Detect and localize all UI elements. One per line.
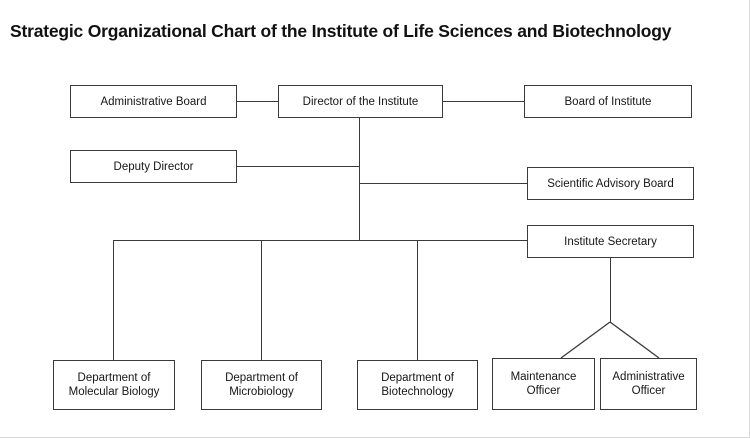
node-department-of-microbiology[interactable]: Department of Microbiology xyxy=(201,360,322,410)
node-label-deputy-director: Deputy Director xyxy=(113,160,194,173)
connector-trunk-to-deputy-director xyxy=(237,166,360,168)
connector-director-trunk xyxy=(359,118,361,241)
node-label-board-of-institute: Board of Institute xyxy=(564,95,652,108)
node-label-administrative-board: Administrative Board xyxy=(100,95,207,108)
node-label-department-of-microbiology: Department of Microbiology xyxy=(225,372,298,398)
node-label-administrative-officer: Administrative Officer xyxy=(612,371,685,397)
node-label-scientific-advisory-board: Scientific Advisory Board xyxy=(547,177,674,190)
node-institute-secretary[interactable]: Institute Secretary xyxy=(527,225,694,258)
node-maintenance-officer[interactable]: Maintenance Officer xyxy=(492,358,595,410)
node-deputy-director[interactable]: Deputy Director xyxy=(70,150,237,183)
connector-distribution-bar xyxy=(113,240,527,242)
node-scientific-advisory-board[interactable]: Scientific Advisory Board xyxy=(527,167,694,200)
node-label-director-of-the-institute: Director of the Institute xyxy=(302,95,419,108)
page-title: Strategic Organizational Chart of the In… xyxy=(10,21,672,41)
node-label-department-of-biotechnology: Department of Biotechnology xyxy=(381,372,454,398)
node-director-of-the-institute[interactable]: Director of the Institute xyxy=(278,85,443,118)
connector-admin-board-to-director xyxy=(237,101,278,103)
connector-trunk-to-scientific-advisory xyxy=(359,183,527,185)
connector-drop-microbiology xyxy=(261,240,263,360)
connector-secretary-to-administrative-officer xyxy=(609,321,660,359)
connector-secretary-to-maintenance-officer xyxy=(560,321,611,359)
connector-secretary-drop xyxy=(610,258,612,322)
node-label-maintenance-officer: Maintenance Officer xyxy=(510,371,577,397)
node-administrative-officer[interactable]: Administrative Officer xyxy=(600,358,697,410)
connector-drop-molecular-biology xyxy=(113,240,115,360)
connector-drop-biotechnology xyxy=(417,240,419,360)
node-label-department-of-molecular-biology: Department of Molecular Biology xyxy=(68,372,160,398)
node-department-of-molecular-biology[interactable]: Department of Molecular Biology xyxy=(53,360,175,410)
node-label-institute-secretary: Institute Secretary xyxy=(564,235,657,248)
node-administrative-board[interactable]: Administrative Board xyxy=(70,85,237,118)
node-department-of-biotechnology[interactable]: Department of Biotechnology xyxy=(357,360,478,410)
connector-director-to-board-of-institute xyxy=(443,101,524,103)
node-board-of-institute[interactable]: Board of Institute xyxy=(524,85,692,118)
